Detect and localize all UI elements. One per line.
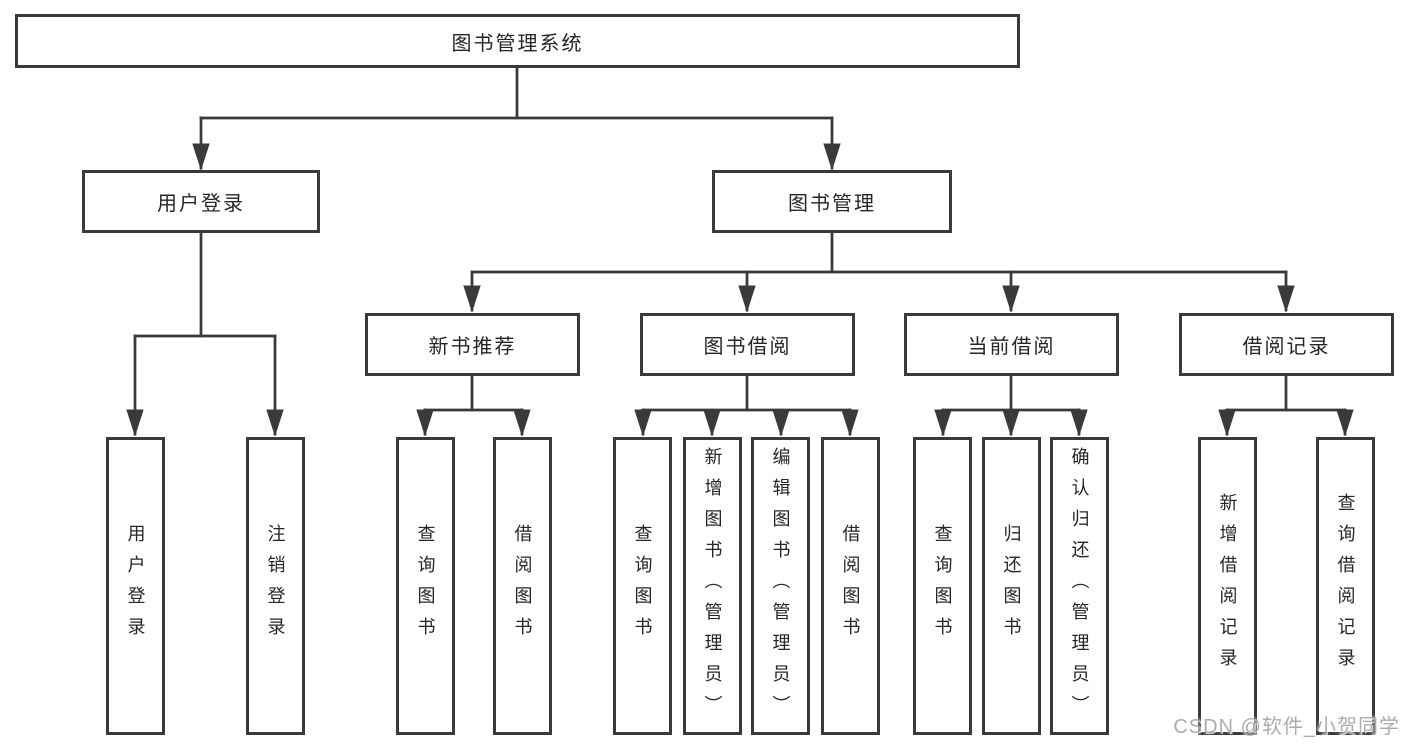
node-book-management: 图书管理 (712, 170, 952, 233)
node-book-borrowing: 图书借阅 (640, 313, 855, 376)
leaf-bb-add-books-admin: 新增图书（管理员） (683, 437, 742, 735)
leaf-br-query-record: 查询借阅记录 (1316, 437, 1375, 735)
leaf-rec-borrow-books: 借阅图书 (493, 437, 552, 735)
leaf-cb-return-books: 归还图书 (982, 437, 1041, 735)
node-library-management-system: 图书管理系统 (15, 14, 1020, 68)
node-new-book-recommendation: 新书推荐 (365, 313, 580, 376)
leaf-logout: 注销登录 (246, 437, 305, 735)
leaf-br-add-record: 新增借阅记录 (1198, 437, 1257, 735)
node-current-borrowing: 当前借阅 (904, 313, 1119, 376)
leaf-user-login: 用户登录 (106, 437, 165, 735)
leaf-cb-query-books: 查询图书 (913, 437, 972, 735)
leaf-bb-borrow-books: 借阅图书 (821, 437, 880, 735)
leaf-bb-query-books: 查询图书 (613, 437, 672, 735)
leaf-bb-edit-books-admin: 编辑图书（管理员） (751, 437, 810, 735)
node-borrowing-records: 借阅记录 (1179, 313, 1394, 376)
leaf-cb-confirm-return-admin: 确认归还（管理员） (1050, 437, 1109, 735)
leaf-rec-query-books: 查询图书 (396, 437, 455, 735)
node-user-login: 用户登录 (82, 170, 320, 233)
